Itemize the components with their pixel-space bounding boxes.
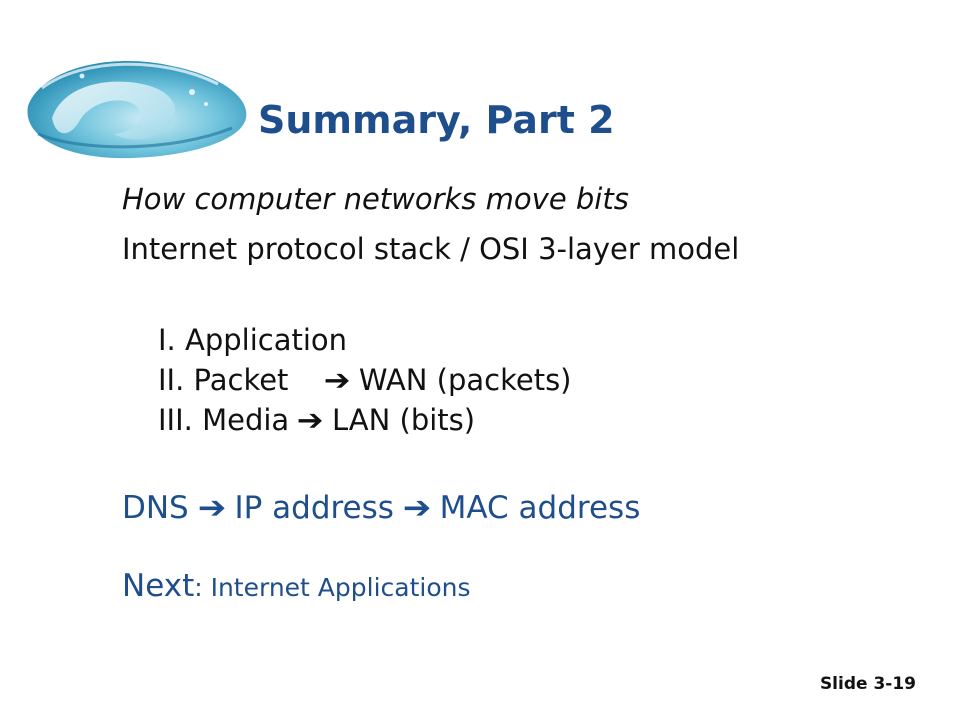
- arrow-right-icon: ➔: [197, 490, 226, 526]
- dns-label: DNS: [122, 490, 189, 526]
- wave-logo-icon: [27, 60, 247, 159]
- arrow-right-icon: ➔: [402, 490, 432, 526]
- layer-label: I. Application: [158, 323, 348, 357]
- protocol-stack-line: Internet protocol stack / OSI 3-layer mo…: [122, 232, 740, 266]
- slide-number: Slide 3-19: [819, 674, 916, 694]
- dns-chain: DNS ➔ IP address ➔ MAC address: [122, 490, 640, 526]
- mac-address-label: MAC address: [439, 490, 641, 526]
- ip-address-label: IP address: [234, 490, 394, 526]
- next-label: Next: [122, 568, 195, 604]
- layer-label: III. Media: [158, 403, 290, 437]
- layer-list: I. Application II. Packet ➔ WAN (packets…: [158, 320, 572, 440]
- arrow-right-icon: ➔: [297, 403, 324, 437]
- layer-media: III. Media ➔ LAN (bits): [158, 400, 572, 440]
- next-line: Next: Internet Applications: [122, 568, 471, 604]
- arrow-right-icon: ➔: [324, 363, 351, 397]
- slide-title: Summary, Part 2: [258, 98, 615, 142]
- subtitle-line: How computer networks move bits: [122, 182, 629, 216]
- layer-label: II. Packet: [158, 363, 289, 397]
- next-topic: : Internet Applications: [194, 573, 471, 602]
- layer-target: LAN (bits): [331, 403, 476, 437]
- layer-target: WAN (packets): [358, 363, 572, 397]
- layer-application: I. Application: [158, 320, 572, 360]
- layer-packet: II. Packet ➔ WAN (packets): [158, 360, 572, 400]
